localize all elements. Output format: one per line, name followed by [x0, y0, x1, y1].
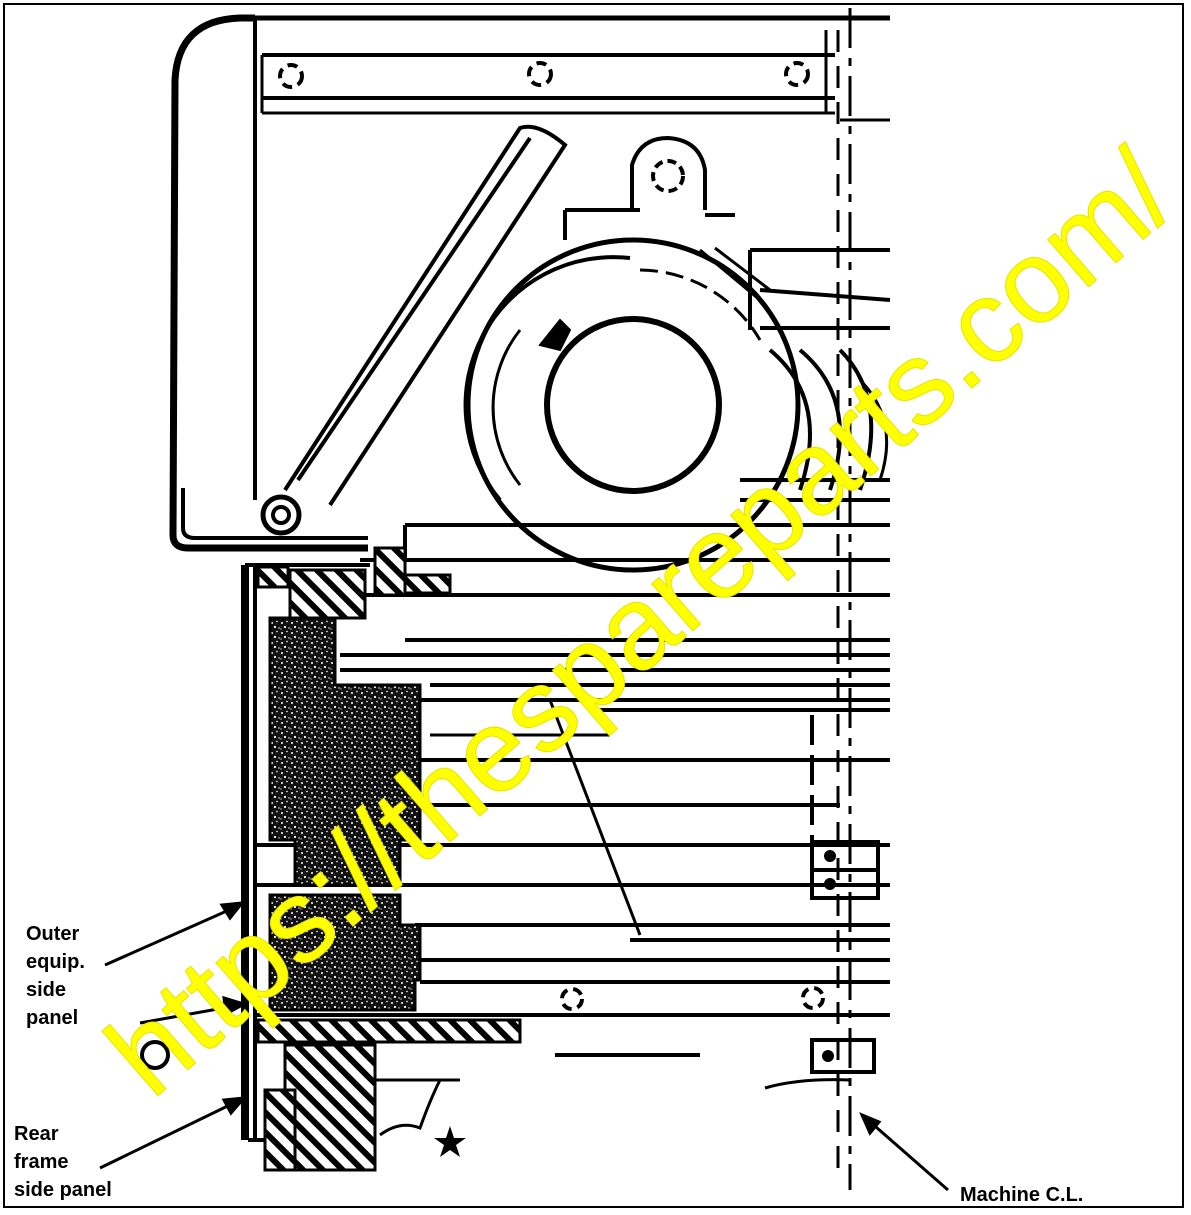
right-mechanism: [699, 246, 891, 502]
diagonal-roller: [260, 124, 568, 536]
brackets: [764, 715, 880, 1090]
mounting-holes: [278, 61, 810, 89]
foam-blocks: [268, 616, 422, 1012]
drum-assembly: [463, 237, 801, 573]
hatched-sections: [256, 546, 522, 1172]
upper-housing: [169, 14, 890, 552]
star-icon: [434, 1126, 466, 1157]
label-outer-equip-side-panel: Outer equip. side panel: [26, 923, 85, 1029]
lower-holes: [140, 986, 825, 1070]
side-panels: [241, 563, 370, 1142]
label-rear-frame-side-panel: Rear frame side panel: [14, 1123, 112, 1201]
machine-centerline: [836, 8, 852, 1190]
cam-lobe: [563, 135, 735, 240]
label-machine-centerline: Machine C.L.: [960, 1184, 1084, 1206]
diagram-frame: [3, 3, 1184, 1208]
leader-arrows: [99, 901, 949, 1192]
